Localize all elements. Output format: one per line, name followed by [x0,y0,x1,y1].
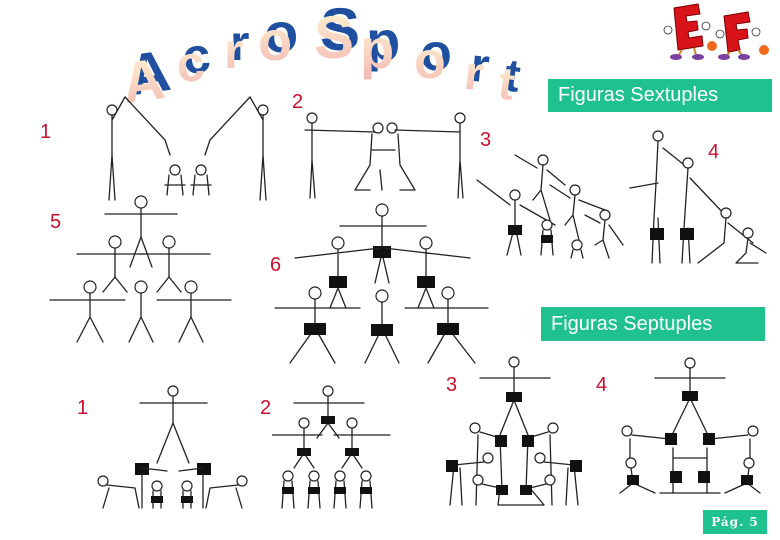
section-label-text: Figuras Sextuples [558,84,719,106]
figure-number: 2 [292,91,304,113]
page-number-badge: Pág. 5 [703,510,767,534]
svg-text:S: S [314,4,354,71]
acrosport-title: A c r o S p o r t A c r o S p o r t [118,0,524,105]
acro-figure-septuple-2-icon [272,385,391,509]
page-number-text: Pág. 5 [711,515,759,529]
figure-number: 5 [50,211,62,233]
svg-text:c: c [180,27,214,86]
acro-figure-sextuple-6-icon [274,203,489,364]
svg-text:A: A [118,46,168,105]
figure-number: 6 [270,254,282,276]
svg-text:o: o [258,9,292,72]
section-label-text: Figuras Septuples [551,312,713,335]
svg-text:S: S [320,0,360,63]
acro-figure-sextuple-1-icon [106,96,269,201]
figure-number: 3 [446,374,458,396]
section-label-septuples: Figuras Septuples [541,307,765,341]
svg-text:o: o [420,24,452,82]
figure-number: 4 [708,141,720,163]
svg-text:r: r [230,15,249,71]
acro-figure-septuple-3-icon [446,356,582,506]
svg-text:p: p [366,9,400,72]
svg-text:r: r [224,23,243,79]
svg-text:r: r [462,47,486,102]
ef-mascot-logo-icon [663,3,769,60]
figure-number: 2 [260,397,272,419]
svg-text:t: t [495,56,517,105]
figure-number: 1 [40,121,52,143]
svg-text:A: A [124,38,175,105]
svg-text:p: p [360,17,394,80]
svg-text:t: t [501,48,523,102]
acro-figure-sextuple-5-icon [49,195,232,343]
svg-text:c: c [174,35,208,94]
figure-number: 1 [77,397,89,419]
acro-figure-sextuple-4-icon [629,130,767,264]
figure-number: 3 [480,129,492,151]
acro-figure-sextuple-2-icon [304,112,466,199]
svg-text:o: o [264,1,298,64]
acro-figure-septuple-1-icon [97,385,248,509]
section-label-sextuples: Figuras Sextuples [548,79,772,112]
svg-text:o: o [414,32,446,90]
figure-number: 4 [596,374,608,396]
acro-figure-septuple-4-icon [619,357,761,494]
acro-figure-sextuple-3-icon [476,154,624,259]
